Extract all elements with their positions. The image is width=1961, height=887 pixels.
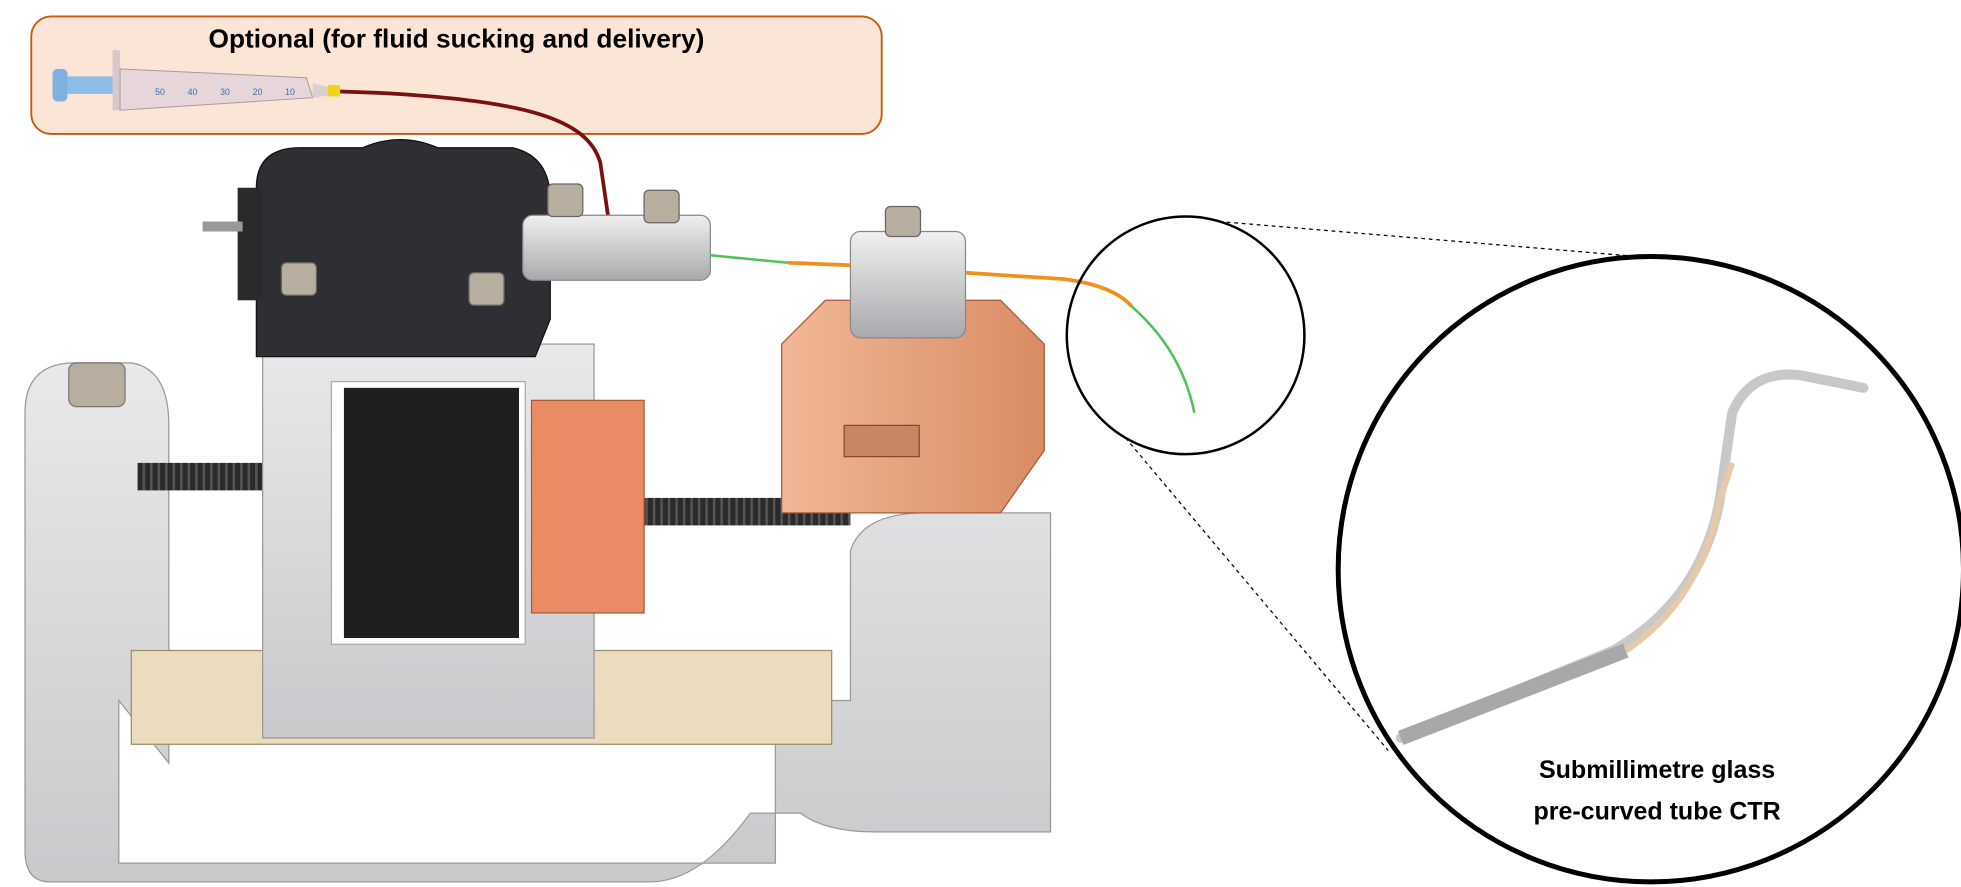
fluid-tube	[340, 89, 611, 224]
copper-coupler	[530, 399, 645, 614]
zoom-guide-line	[1125, 437, 1389, 751]
syringe-scale-10: 10	[285, 87, 295, 97]
tube-holder-cylinder	[522, 214, 711, 281]
syringe-icon: 50 40 30 20 10	[52, 50, 341, 111]
screw-head-icon	[643, 189, 680, 224]
central-carriage	[202, 139, 711, 739]
optional-callout-title: Optional (for fluid sucking and delivery…	[209, 24, 705, 54]
screw-head-icon	[68, 362, 126, 408]
screw-head-icon	[547, 183, 584, 218]
motor-block	[343, 387, 520, 638]
copper-nut-block	[781, 205, 1045, 514]
zoom-source-circle	[1065, 215, 1306, 456]
lead-screw-left	[137, 462, 276, 491]
syringe-scale-40: 40	[188, 87, 198, 97]
dark-rotation-housing	[255, 139, 551, 358]
screw-head-icon	[468, 272, 505, 306]
zoom-detail-circle: Submillimetre glass pre-curved tube CTR	[1335, 254, 1961, 885]
syringe-scale-20: 20	[253, 87, 263, 97]
zoom-caption-line2: pre-curved tube CTR	[1533, 797, 1780, 825]
screw-head-icon	[280, 262, 318, 296]
syringe-scale-30: 30	[220, 87, 230, 97]
outer-tube-holder	[849, 230, 967, 339]
zoom-guide-line	[1219, 220, 1639, 258]
syringe-scale-50: 50	[155, 87, 165, 97]
outer-tube-orange	[787, 260, 1134, 308]
optional-callout: Optional (for fluid sucking and delivery…	[30, 15, 883, 135]
screw-head-icon	[884, 205, 922, 238]
precurved-tube-tip	[1131, 305, 1196, 414]
zoom-caption-line1: Submillimetre glass	[1539, 756, 1775, 784]
inner-tube-green	[710, 254, 789, 265]
